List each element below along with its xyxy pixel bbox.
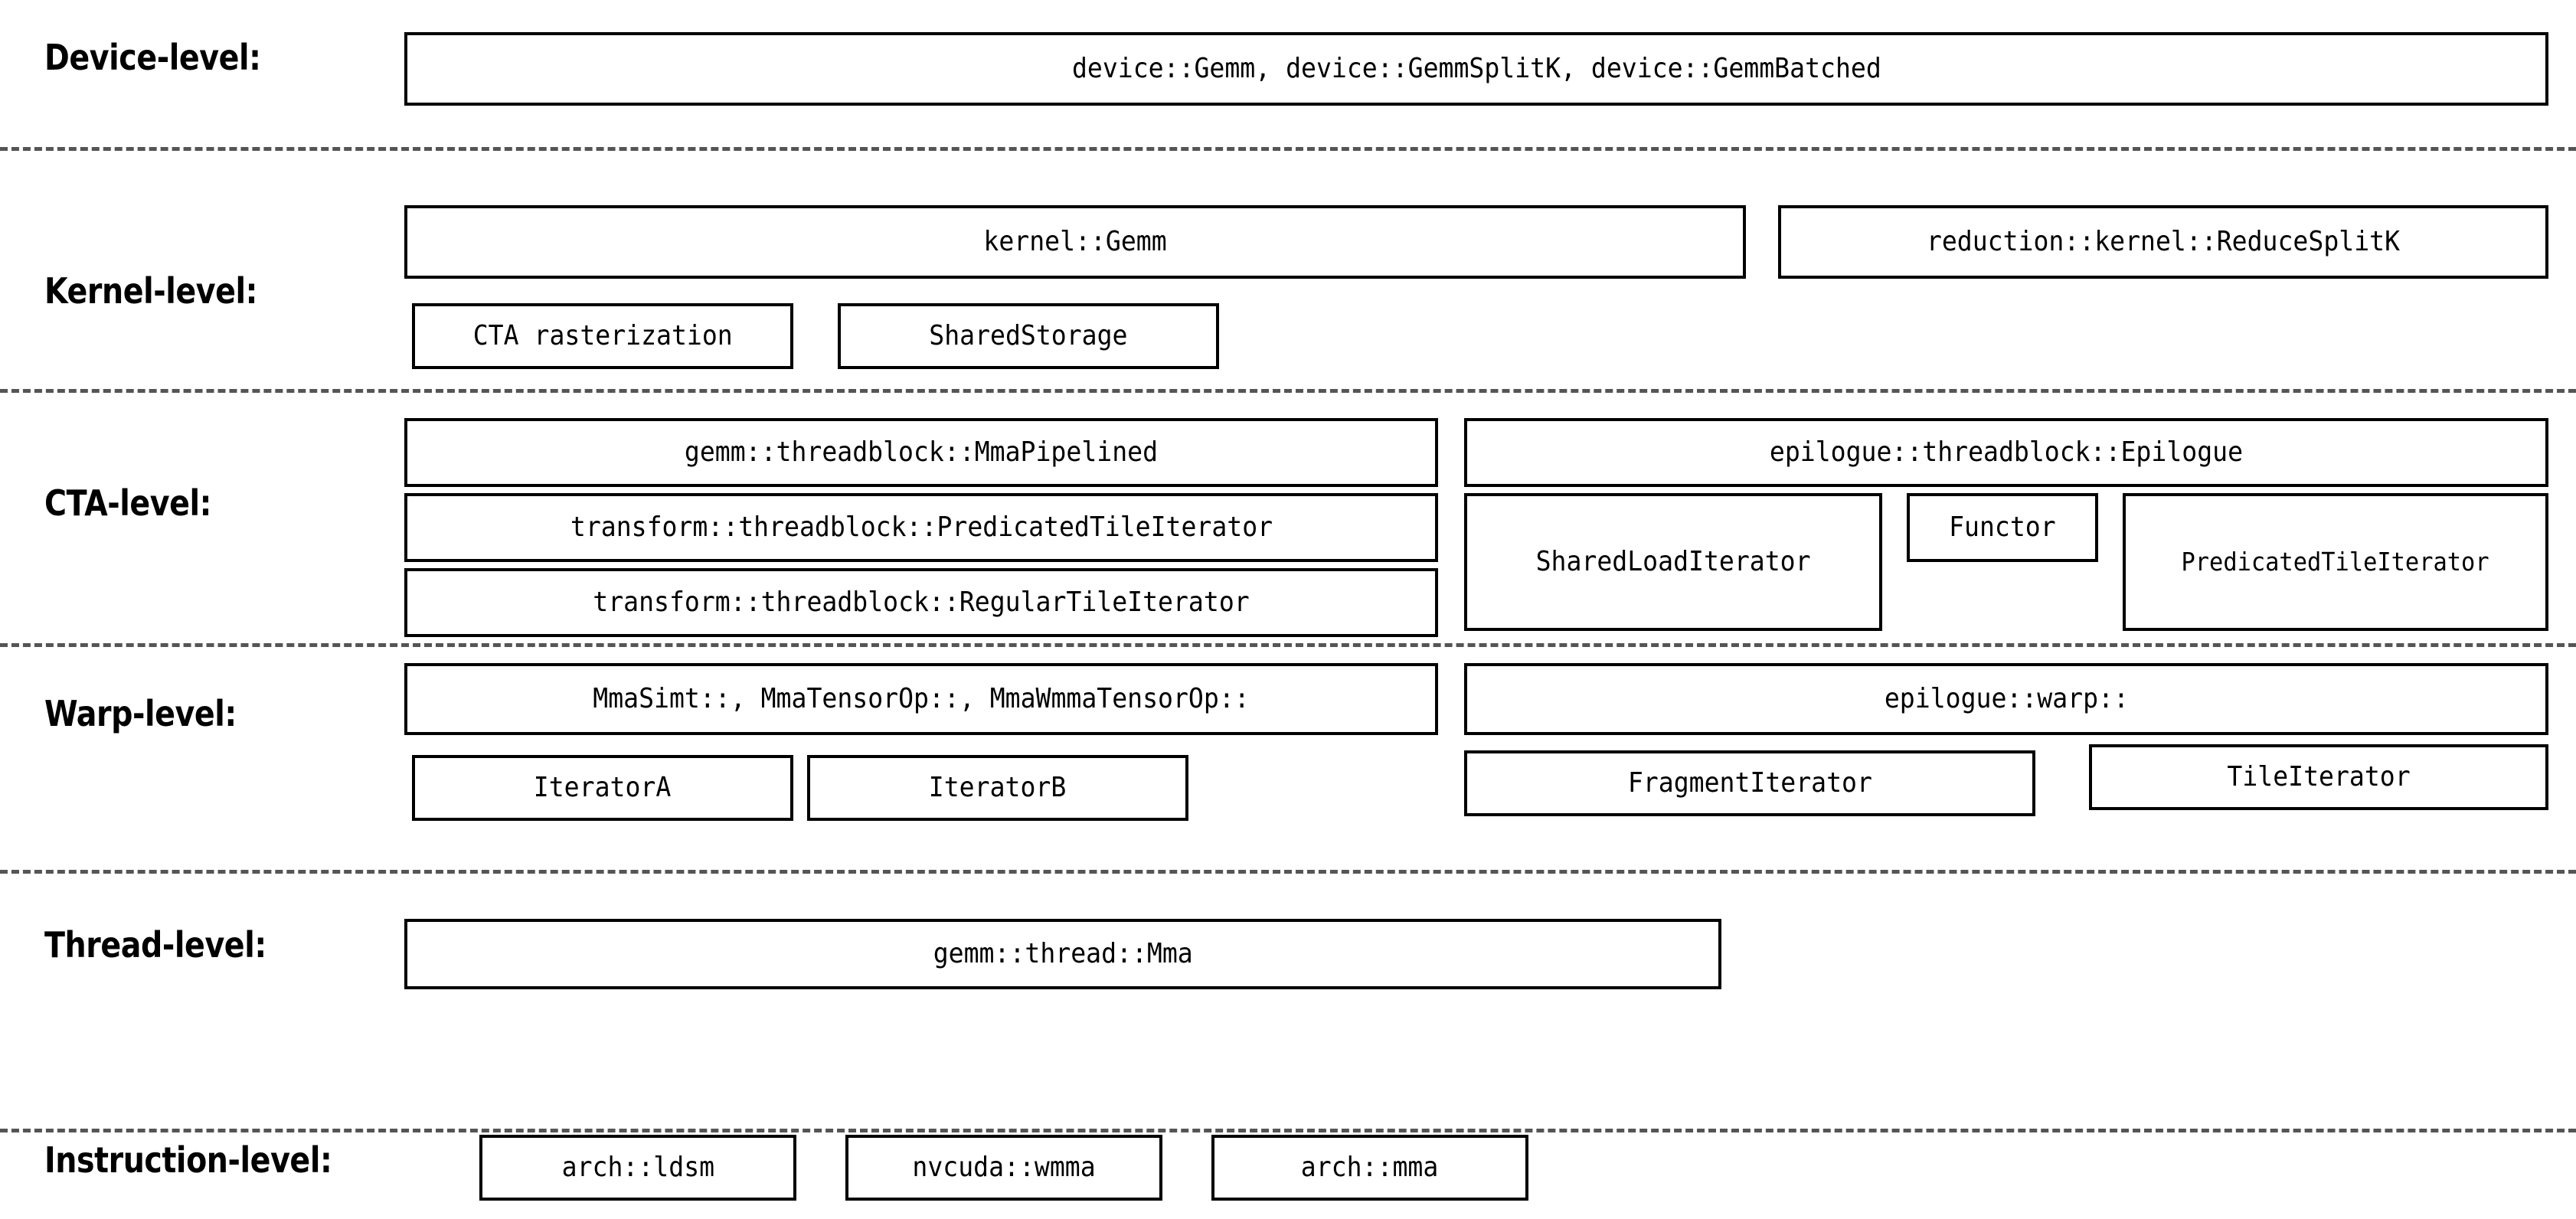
level-label-instruction: Instruction-level:	[44, 1139, 332, 1181]
box-nvcuda-wmma-label: nvcuda::wmma	[912, 1152, 1096, 1184]
box-mma-ops[interactable]: MmaSimt::, MmaTensorOp::, MmaWmmaTensorO…	[404, 663, 1438, 735]
box-predicatedtileiterator[interactable]: PredicatedTileIterator	[2123, 493, 2548, 631]
separator-device-kernel	[0, 147, 2576, 151]
box-epilogue-threadblock-epilogue[interactable]: epilogue::threadblock::Epilogue	[1464, 418, 2548, 487]
box-arch-ldsm[interactable]: arch::ldsm	[479, 1135, 796, 1201]
level-label-device: Device-level:	[44, 37, 261, 78]
level-label-warp: Warp-level:	[44, 693, 237, 734]
level-label-kernel: Kernel-level:	[44, 270, 258, 312]
box-sharedloaditerator[interactable]: SharedLoadIterator	[1464, 493, 1882, 631]
box-iterator-a[interactable]: IteratorA	[412, 755, 793, 821]
box-fragmentiterator[interactable]: FragmentIterator	[1464, 750, 2035, 816]
box-epilogue-threadblock-epilogue-label: epilogue::threadblock::Epilogue	[1769, 436, 2244, 469]
box-epilogue-warp[interactable]: epilogue::warp::	[1464, 663, 2548, 735]
box-arch-ldsm-label: arch::ldsm	[561, 1152, 714, 1184]
separator-cta-warp	[0, 643, 2576, 647]
box-mma-ops-label: MmaSimt::, MmaTensorOp::, MmaWmmaTensorO…	[593, 683, 1250, 715]
box-epilogue-warp-label: epilogue::warp::	[1884, 683, 2129, 715]
box-transform-threadblock-predicatedtileiterator-label: transform::threadblock::PredicatedTileIt…	[570, 511, 1273, 544]
separator-kernel-cta	[0, 389, 2576, 393]
box-functor[interactable]: Functor	[1907, 493, 2098, 562]
box-gemm-threadblock-mmapipelined[interactable]: gemm::threadblock::MmaPipelined	[404, 418, 1438, 487]
box-cta-rasterization-label: CTA rasterization	[472, 320, 733, 352]
separator-warp-thread	[0, 870, 2576, 874]
box-gemm-thread-mma[interactable]: gemm::thread::Mma	[404, 919, 1721, 989]
box-fragmentiterator-label: FragmentIterator	[1627, 767, 1872, 799]
box-iterator-b[interactable]: IteratorB	[807, 755, 1188, 821]
level-label-thread: Thread-level:	[44, 924, 266, 966]
box-reduction-kernel-reducesplitk-label: reduction::kernel::ReduceSplitK	[1926, 226, 2401, 258]
box-shared-storage[interactable]: SharedStorage	[838, 303, 1219, 369]
box-kernel-gemm-label: kernel::Gemm	[983, 226, 1167, 258]
level-label-cta: CTA-level:	[44, 482, 212, 524]
box-tileiterator-label: TileIterator	[2227, 761, 2411, 793]
box-arch-mma-label: arch::mma	[1301, 1152, 1439, 1184]
box-iterator-a-label: IteratorA	[534, 772, 672, 804]
box-arch-mma[interactable]: arch::mma	[1211, 1135, 1528, 1201]
box-device-gemm-label: device::Gemm, device::GemmSplitK, device…	[1071, 53, 1881, 85]
box-reduction-kernel-reducesplitk[interactable]: reduction::kernel::ReduceSplitK	[1778, 205, 2548, 279]
box-device-gemm[interactable]: device::Gemm, device::GemmSplitK, device…	[404, 32, 2548, 106]
box-cta-rasterization[interactable]: CTA rasterization	[412, 303, 793, 369]
box-predicatedtileiterator-label: PredicatedTileIterator	[2181, 546, 2490, 577]
box-transform-threadblock-predicatedtileiterator[interactable]: transform::threadblock::PredicatedTileIt…	[404, 493, 1438, 562]
box-kernel-gemm[interactable]: kernel::Gemm	[404, 205, 1746, 279]
box-tileiterator[interactable]: TileIterator	[2089, 744, 2548, 810]
box-gemm-thread-mma-label: gemm::thread::Mma	[933, 938, 1193, 970]
box-sharedloaditerator-label: SharedLoadIterator	[1535, 546, 1811, 578]
box-transform-threadblock-regulartileiterator-label: transform::threadblock::RegularTileItera…	[593, 587, 1250, 619]
separator-thread-instruction	[0, 1129, 2576, 1132]
box-iterator-b-label: IteratorB	[929, 772, 1067, 804]
box-transform-threadblock-regulartileiterator[interactable]: transform::threadblock::RegularTileItera…	[404, 568, 1438, 637]
box-functor-label: Functor	[1949, 511, 2056, 544]
box-nvcuda-wmma[interactable]: nvcuda::wmma	[845, 1135, 1162, 1201]
box-gemm-threadblock-mmapipelined-label: gemm::threadblock::MmaPipelined	[684, 436, 1159, 469]
box-shared-storage-label: SharedStorage	[929, 320, 1128, 352]
